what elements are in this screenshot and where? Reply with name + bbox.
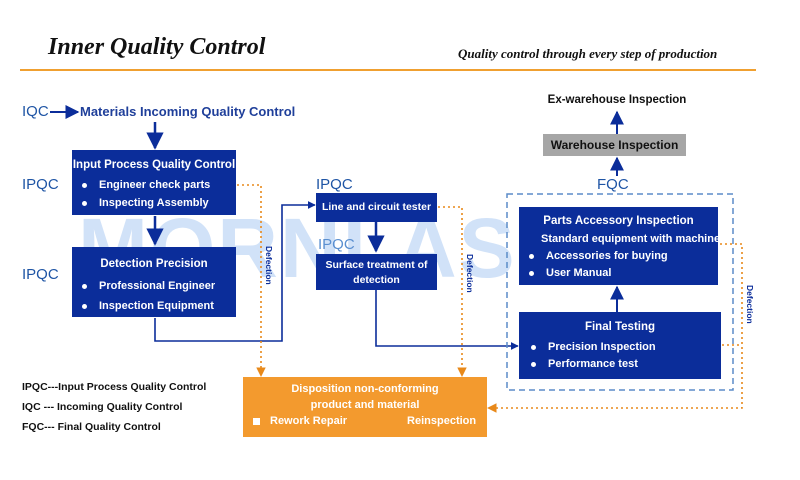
line-tester-title: Line and circuit tester (321, 201, 432, 213)
bullet-icon (82, 303, 87, 309)
defection-line-mid (438, 206, 467, 377)
arrow-detection-to-tester (154, 201, 316, 342)
ipqc-tag-2: IPQC (22, 266, 59, 283)
bullet-icon (529, 270, 534, 276)
rework-repair-label: Rework Repair (270, 415, 348, 427)
input-process-title: Input Process Quality Control (72, 159, 236, 171)
input-process-box: Input Process Quality Control Engineer c… (72, 150, 236, 215)
iqc-tag: IQC (22, 103, 49, 120)
parts-accessory-title: Parts Accessory Inspection (543, 215, 694, 227)
ipqc-tag-4: IPQC (318, 236, 355, 253)
bullet-icon (529, 253, 534, 259)
defection-label-1: Defection (264, 246, 274, 285)
disposition-box: Disposition non-conforming product and m… (243, 377, 487, 437)
ipqc-tag-3: IPQC (316, 176, 353, 193)
detection-precision-box: Detection Precision Professional Enginee… (72, 247, 236, 317)
fqc-frame (506, 193, 734, 391)
defection-line-left (237, 184, 266, 377)
detection-item: Inspection Equipment (82, 300, 236, 312)
parts-accessory-item: User Manual (529, 267, 718, 279)
parts-accessory-box: Parts Accessory Inspection Standard equi… (519, 207, 721, 285)
disposition-title-2: product and material (310, 399, 420, 411)
square-bullet-icon (253, 417, 260, 425)
input-process-item: Inspecting Assembly (82, 197, 236, 209)
iqc-label: Materials Incoming Quality Control (80, 104, 296, 119)
warehouse-inspection-box: Warehouse Inspection (543, 134, 686, 156)
bullet-icon (82, 200, 87, 206)
defection-line-right (487, 243, 743, 413)
ipqc-tag-1: IPQC (22, 176, 59, 193)
parts-accessory-item: Standard equipment with machine (541, 233, 721, 245)
final-testing-item: Precision Inspection (531, 341, 721, 353)
arrow-surface-to-final (375, 290, 519, 350)
input-process-item: Engineer check parts (82, 179, 236, 191)
final-testing-title: Final Testing (584, 321, 656, 333)
legend-fqc: FQC--- Final Quality Control (22, 421, 161, 433)
page-title: Inner Quality Control (48, 34, 266, 60)
legend-iqc: IQC --- Incoming Quality Control (22, 401, 183, 413)
bullet-icon (82, 283, 87, 289)
bullet-icon (531, 344, 536, 350)
bullet-icon (531, 361, 536, 367)
header-divider (20, 69, 756, 71)
disposition-title-1: Disposition non-conforming (291, 383, 439, 395)
line-tester-box: Line and circuit tester (316, 193, 437, 222)
surface-title-1: Surface treatment of (325, 259, 428, 271)
final-testing-box: Final Testing Precision Inspection Perfo… (519, 312, 721, 379)
parts-accessory-item: Accessories for buying (529, 250, 718, 262)
defection-label-3: Defection (745, 285, 755, 324)
warehouse-title: Warehouse Inspection (550, 138, 679, 152)
detection-title: Detection Precision (100, 258, 208, 270)
surface-treatment-box: Surface treatment of detection (316, 254, 437, 290)
bullet-icon (82, 182, 87, 188)
ex-warehouse-label: Ex-warehouse Inspection (547, 94, 687, 106)
detection-item: Professional Engineer (82, 280, 236, 292)
defection-label-2: Defection (465, 254, 475, 293)
legend-ipqc: IPQC---Input Process Quality Control (22, 381, 207, 393)
disposition-items: Rework Repair Reinspection (253, 415, 487, 427)
reinspection-label: Reinspection (407, 415, 477, 427)
page-subtitle: Quality control through every step of pr… (458, 46, 718, 61)
final-testing-item: Performance test (531, 358, 721, 370)
surface-title-2: detection (353, 274, 400, 286)
fqc-tag: FQC (597, 176, 629, 193)
